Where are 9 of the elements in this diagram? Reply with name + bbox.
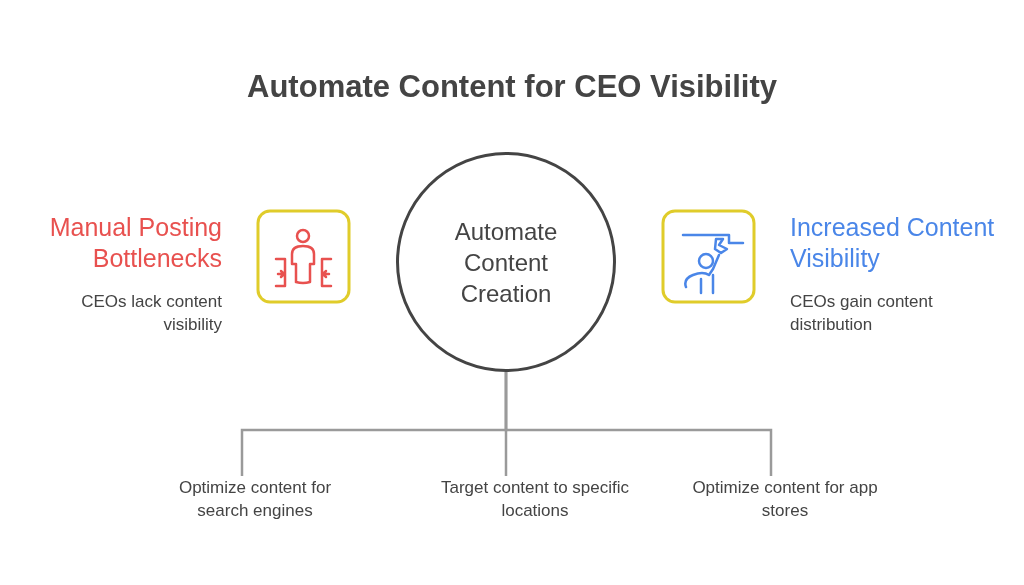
problem-heading: Manual Posting Bottlenecks (48, 212, 222, 274)
problem-description: CEOs lack content visibility (80, 291, 222, 336)
title: Automate Content for CEO Visibility (247, 68, 777, 106)
result-heading: Increased Content Visibility (790, 212, 996, 274)
branch-text: Target content to specific locations (440, 476, 630, 522)
result-description: CEOs gain content distribution (790, 291, 934, 336)
branch-text: Optimize content for app stores (690, 476, 880, 522)
connector-line (504, 372, 773, 476)
branch-text: Optimize content for search engines (160, 476, 350, 522)
